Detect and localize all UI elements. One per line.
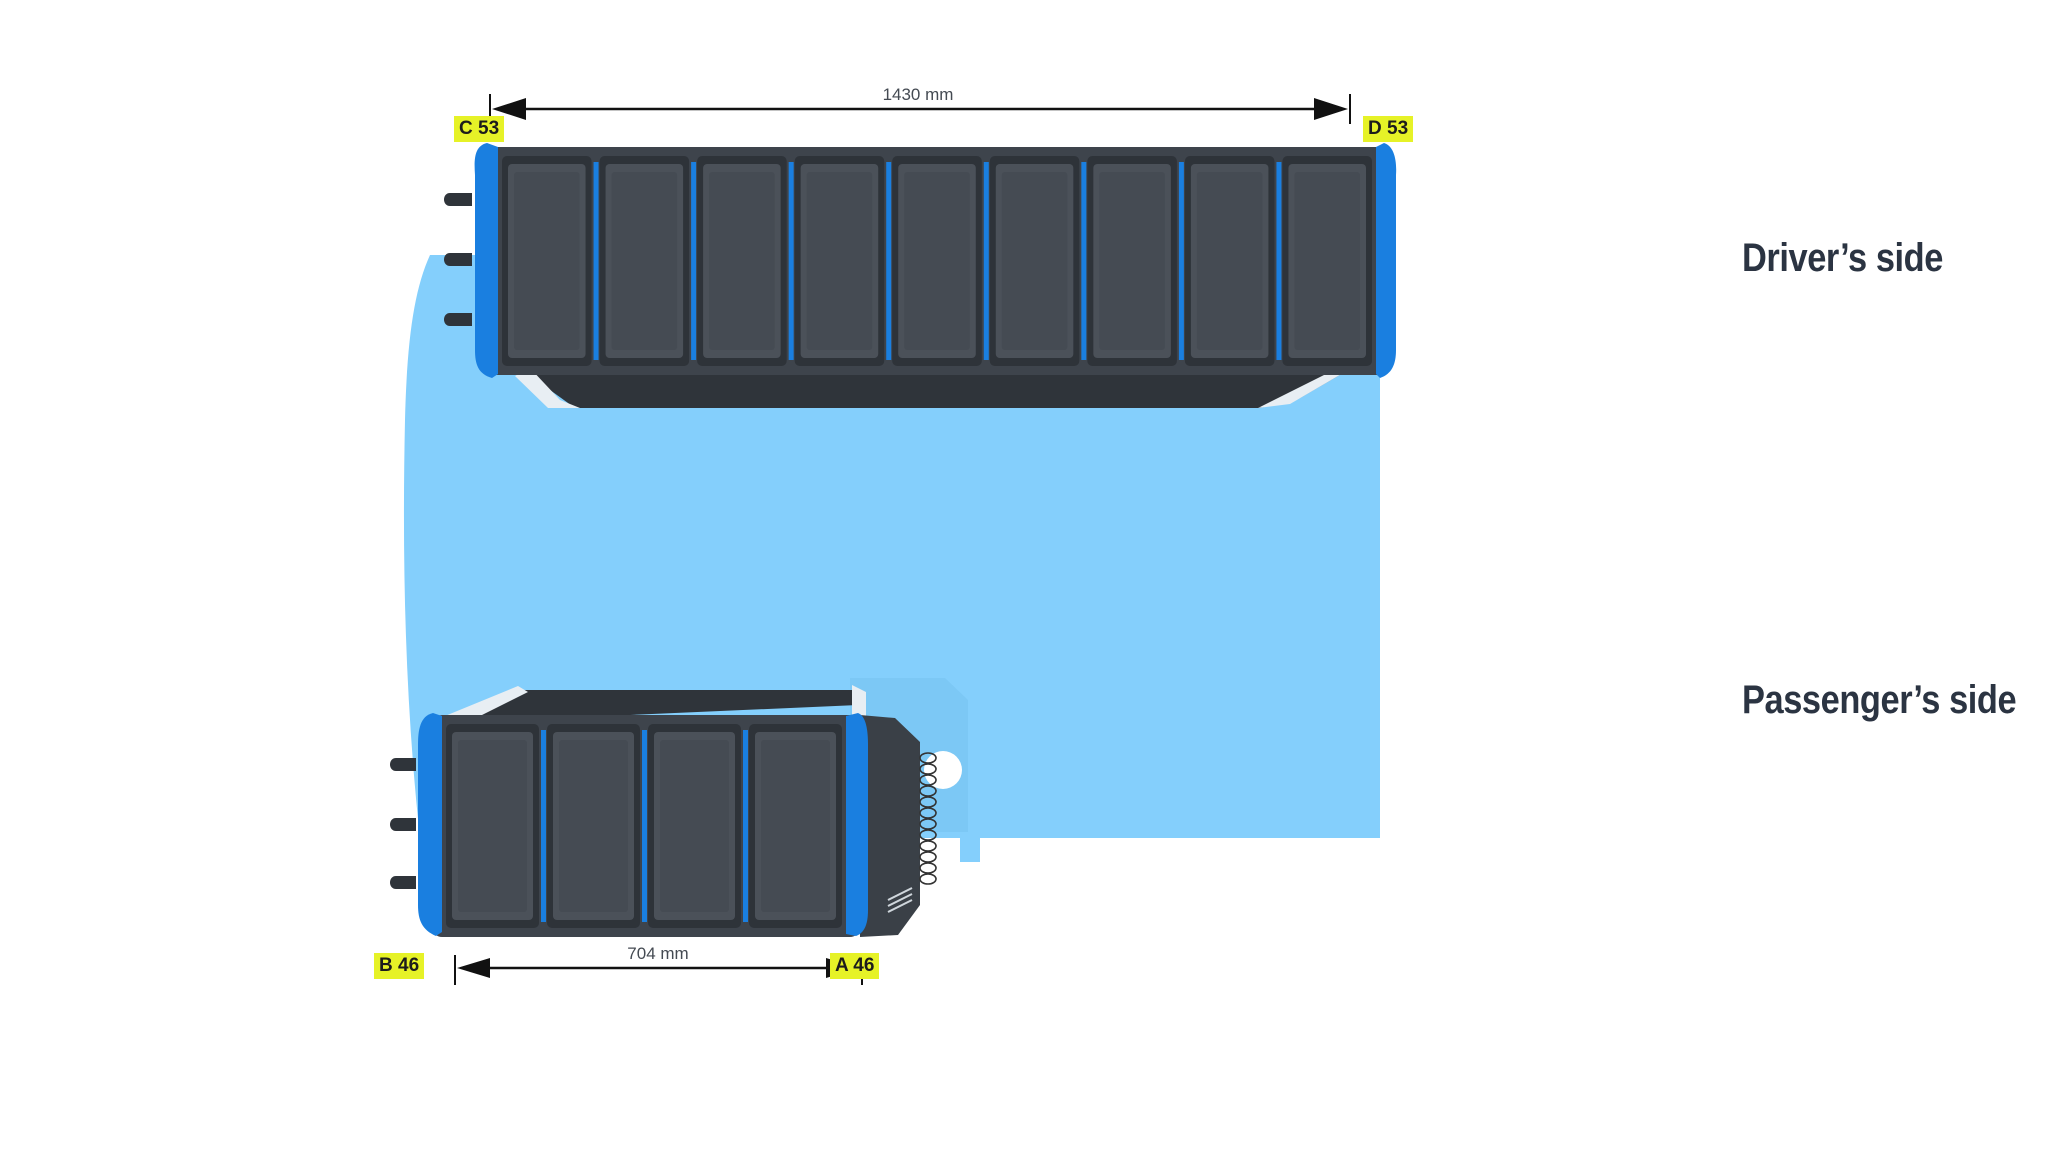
passengers-shelf-compartment-floor <box>458 740 527 912</box>
drivers-shelf-compartments <box>502 156 1372 366</box>
drivers-shelf-divider <box>1081 162 1087 360</box>
hook-icon <box>390 758 416 771</box>
corner-tag-c: C 53 <box>454 116 505 142</box>
drivers-shelf-compartment-floor <box>709 172 775 350</box>
passengers-shelf-end-cap-left <box>418 713 442 936</box>
passengers-shelf-tapered-end <box>860 715 920 937</box>
arrowhead-left <box>492 98 526 120</box>
passengers-side-label: Passenger’s side <box>1742 678 2017 722</box>
dimension-label-top: 1430 mm <box>883 85 954 104</box>
dimension-line-top: 1430 mm <box>489 85 1351 124</box>
passengers-shelf-divider <box>642 730 647 922</box>
hook-icon <box>444 253 472 266</box>
dimension-line-bottom: 704 mm <box>454 944 863 985</box>
drivers-shelf-divider <box>788 162 794 360</box>
drivers-shelf-compartment-floor <box>1294 172 1360 350</box>
hook-icon <box>444 313 472 326</box>
passengers-shelf-end-cap-right <box>846 713 868 936</box>
passengers-shelf-divider <box>541 730 546 922</box>
drivers-shelf-compartment-floor <box>611 172 678 350</box>
drivers-shelf-compartment-floor <box>514 172 580 350</box>
spring-coil <box>919 851 937 863</box>
drivers-shelf-compartment-floor <box>1099 172 1165 350</box>
drivers-side-shelf <box>444 143 1397 408</box>
passengers-side-shelf <box>390 685 937 937</box>
passengers-shelf-compartment-floor <box>559 740 628 912</box>
arrowhead-left <box>457 958 490 978</box>
drivers-shelf-end-cap-left <box>474 143 498 378</box>
drivers-shelf-divider <box>886 162 892 360</box>
corner-tag-b: B 46 <box>374 953 425 979</box>
drivers-shelf-end-cap-right <box>1376 143 1397 378</box>
spring-coil <box>919 873 937 885</box>
drivers-shelf-lower-rail-light <box>515 368 580 408</box>
corner-tag-a: A 46 <box>830 953 880 979</box>
drivers-side-label: Driver’s side <box>1742 236 1943 280</box>
passengers-shelf-hooks <box>390 758 416 889</box>
passengers-shelf-upper-rail <box>450 690 858 722</box>
wheel-arch-cutout <box>924 751 962 789</box>
hook-icon <box>390 876 416 889</box>
arrowhead-right <box>1314 98 1348 120</box>
spring-coil <box>919 829 937 841</box>
passengers-shelf-compartment-floor <box>761 740 830 912</box>
spring-coil <box>919 862 937 874</box>
spring-coil <box>919 796 937 808</box>
spring-coil <box>919 840 937 852</box>
spring-icon <box>919 752 937 885</box>
drivers-shelf-compartment-floor <box>1196 172 1263 350</box>
passengers-shelf-end-vent <box>887 887 913 913</box>
passengers-shelf-compartment-floor <box>660 740 729 912</box>
corner-tag-d: D 53 <box>1363 116 1414 142</box>
passengers-shelf-divider <box>743 730 748 922</box>
dimension-label-bottom: 704 mm <box>627 944 688 963</box>
drivers-shelf-lower-rail <box>525 372 1345 408</box>
drivers-shelf-compartment-floor <box>806 172 873 350</box>
drivers-shelf-divider <box>593 162 599 360</box>
drivers-shelf-hooks <box>444 193 472 326</box>
drivers-shelf-divider <box>1276 162 1282 360</box>
spring-coil <box>919 774 937 786</box>
drivers-shelf-compartment-floor <box>904 172 970 350</box>
drivers-shelf-compartment-floor <box>1001 172 1068 350</box>
spring-coil <box>919 763 937 775</box>
spring-coil <box>919 752 937 764</box>
hook-icon <box>444 193 472 206</box>
passengers-shelf-compartments <box>446 724 842 928</box>
spring-coil <box>919 785 937 797</box>
drivers-shelf-divider <box>983 162 989 360</box>
drivers-shelf-lower-rail-light-right <box>1258 372 1345 408</box>
drivers-shelf-divider <box>691 162 697 360</box>
drivers-shelf-divider <box>1178 162 1184 360</box>
spring-coil <box>919 818 937 830</box>
hook-icon <box>390 818 416 831</box>
spring-coil <box>919 807 937 819</box>
